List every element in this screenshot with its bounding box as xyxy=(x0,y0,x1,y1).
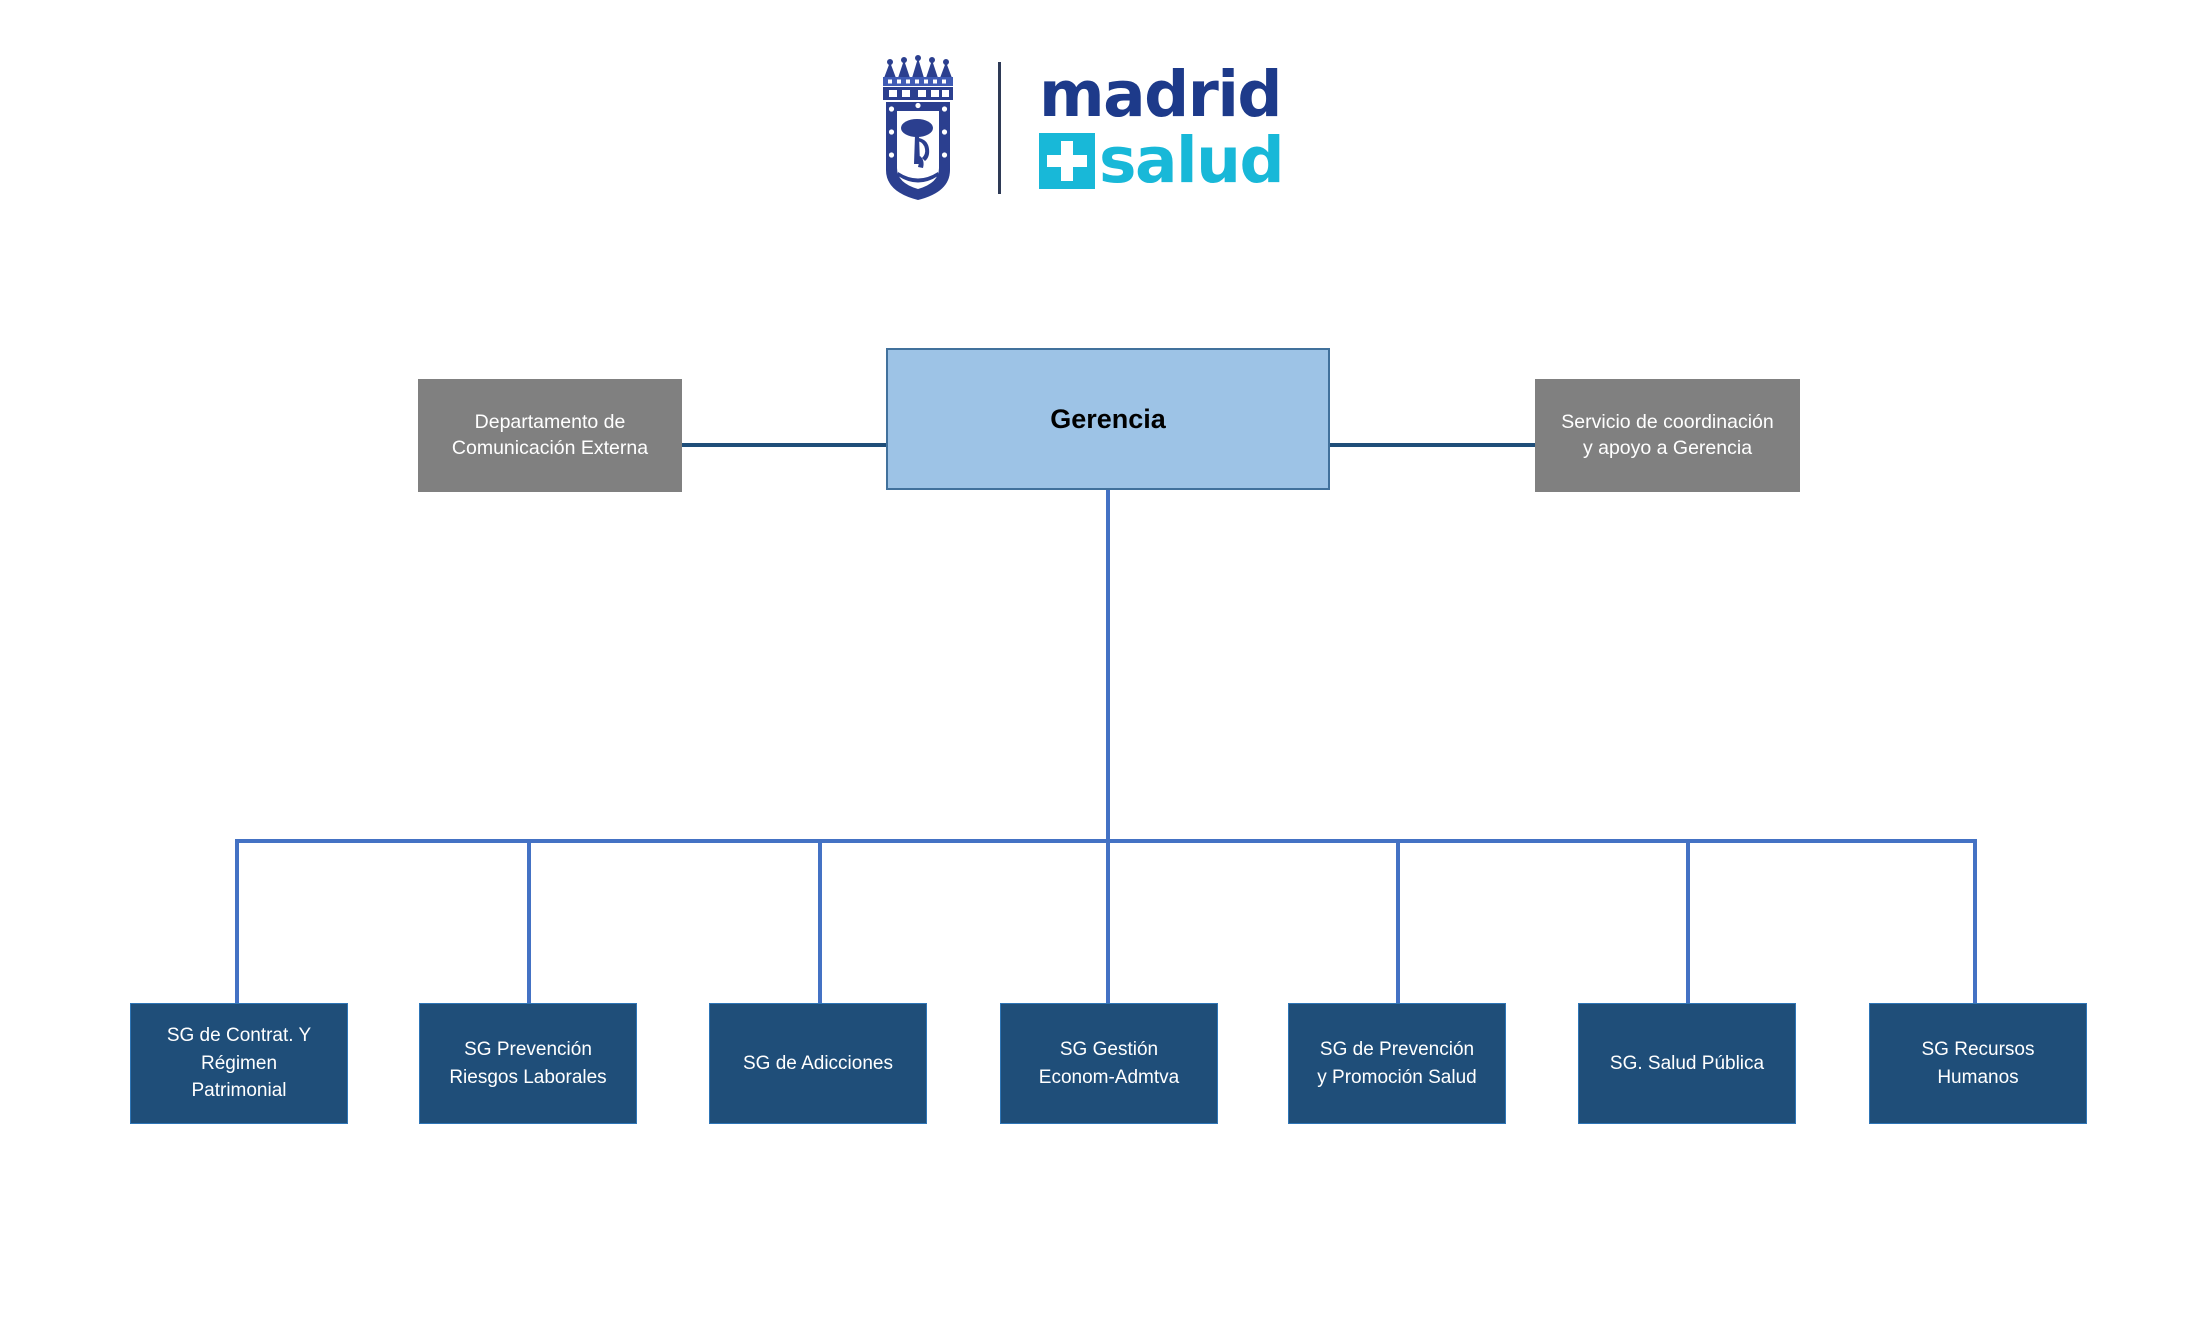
connector-drop-7 xyxy=(1973,839,1977,1005)
madrid-coat-of-arms-icon xyxy=(883,55,953,200)
node-gerencia[interactable]: Gerencia xyxy=(886,348,1330,490)
connector-drop-1 xyxy=(235,839,239,1005)
node-sg-adicciones-label: SG de Adicciones xyxy=(743,1052,893,1074)
node-gerencia-label: Gerencia xyxy=(1050,403,1166,434)
logo-wordmark: madrid salud xyxy=(1039,52,1285,204)
madrid-salud-logo: madrid salud xyxy=(880,48,1340,208)
connector-left-staff xyxy=(678,443,888,447)
connector-drop-4 xyxy=(1106,839,1110,1005)
connector-drop-6 xyxy=(1686,839,1690,1005)
logo-divider xyxy=(998,62,1001,194)
node-sg-adicciones[interactable]: SG de Adicciones xyxy=(709,1003,927,1124)
logo-word-salud: salud xyxy=(1099,124,1285,197)
connector-right-staff xyxy=(1328,443,1538,447)
node-sg-salud-publica[interactable]: SG. Salud Pública xyxy=(1578,1003,1796,1124)
node-sg-salud-publica-label: SG. Salud Pública xyxy=(1609,1052,1765,1074)
connector-drop-3 xyxy=(818,839,822,1005)
connector-drop-5 xyxy=(1396,839,1400,1005)
connector-main-stem xyxy=(1106,488,1110,1005)
logo-word-madrid: madrid xyxy=(1039,58,1283,132)
connector-drop-2 xyxy=(527,839,531,1005)
health-cross-icon xyxy=(1039,132,1095,189)
